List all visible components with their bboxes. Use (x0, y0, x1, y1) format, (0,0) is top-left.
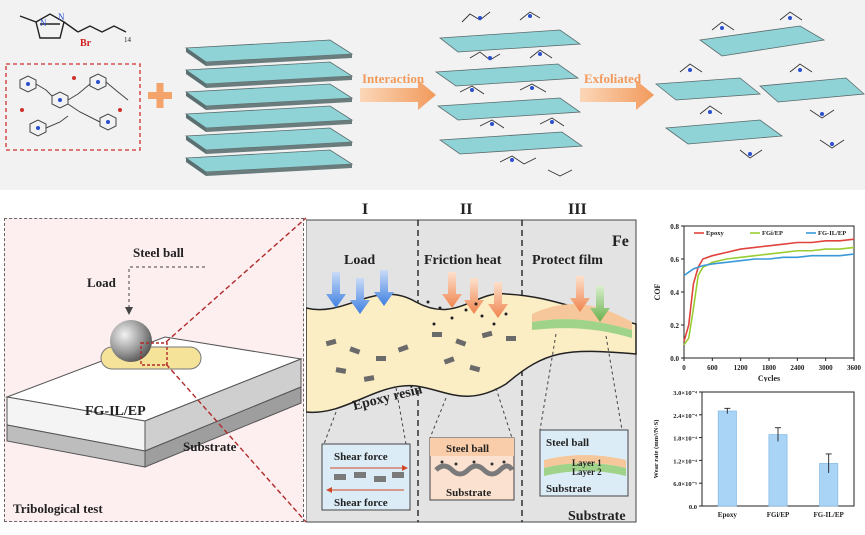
stage-heading-1: Load (344, 253, 375, 268)
cof-x-tick-label: 3000 (819, 364, 834, 372)
wear-y-axis-label: Wear rate (mm³/N·S) (653, 420, 660, 479)
stage-numeral-2: II (460, 201, 472, 218)
substrate-label-left: Substrate (183, 439, 237, 454)
mechanism-svg: I II III Load Friction heat Protect film… (305, 201, 637, 524)
fe-label: Fe (612, 233, 629, 250)
plus-sign (148, 83, 172, 108)
wear-y-tick-label: 6.0×10⁻⁵ (673, 481, 697, 488)
coating-label: FG-IL/EP (85, 404, 146, 419)
filler-dots (426, 300, 508, 326)
wear-category-label-2: FGi/EP (767, 511, 790, 519)
wear-category-label-3: FG-IL/EP (813, 511, 844, 519)
top-panel-svg: N N Br 14 (5, 11, 865, 177)
cof-y-tick-label: 0.2 (670, 322, 679, 330)
protect-layer-2 (532, 319, 632, 338)
inset-layers (539, 429, 629, 497)
cof-x-tick-label: 600 (707, 364, 718, 372)
load-label: Load (87, 275, 117, 290)
stage-heading-3: Protect film (532, 253, 603, 268)
wear-y-tick-label: 2.4×10⁻⁴ (673, 413, 697, 420)
cof-x-axis-label: Cycles (758, 374, 780, 382)
top-panel: N N Br 14 (0, 0, 865, 190)
cof-y-axis-label: COF (653, 283, 662, 300)
cof-series-line-3 (683, 253, 855, 277)
wear-y-tick-label: 3.0×10⁻⁴ (673, 390, 697, 397)
cof-legend-label-3: FG-IL/EP (818, 230, 846, 237)
wear-y-tick-label: 1.8×10⁻⁴ (673, 436, 697, 443)
wear-bar-2 (768, 434, 788, 507)
wear-category-label-1: Epoxy (718, 511, 738, 519)
inset2-top: Steel ball (446, 443, 489, 455)
inset1-bottom: Shear force (334, 497, 388, 509)
cof-y-tick-label: 0.8 (670, 223, 679, 231)
cof-x-tick-label: 0 (682, 364, 686, 372)
molecule-br-atoms (20, 76, 122, 112)
cof-y-tick-label: 0.0 (670, 355, 679, 363)
cof-x-tick-label: 1200 (734, 364, 749, 372)
br-atom: Br (80, 38, 92, 49)
cof-legend-label-2: FGi/EP (762, 230, 783, 237)
cof-x-tick-label: 2400 (790, 364, 805, 372)
inset-ball-substrate (429, 437, 515, 501)
wear-chart: 0.0 6.0×10⁻⁵ 1.2×10⁻⁴ 1.8×10⁻⁴ 2.4×10⁻⁴ 3.0×1… (650, 384, 862, 532)
exfoliated-arrow (580, 80, 654, 110)
tribo-panel: Steel ball Load FG-IL/EP Substrate Tribo… (4, 218, 304, 522)
film-arrows (570, 276, 610, 322)
mechanism-panel: I II III Load Friction heat Protect film… (305, 198, 640, 524)
inset3-layer2: Layer 2 (572, 467, 602, 477)
zoom-box (140, 342, 168, 366)
load-arrows (326, 270, 394, 314)
steel-ball-label: Steel ball (133, 245, 184, 260)
tribo-caption: Tribological test (13, 501, 103, 516)
inset-shear (321, 443, 411, 511)
graphene-stack (184, 39, 354, 177)
interaction-arrow (360, 80, 436, 110)
cof-chart-svg: 0 600 1200 1800 2400 3000 3600 0.0 0.2 0.4 0.6 0.8C… (653, 223, 862, 383)
inset3-layer1: Layer 1 (572, 458, 602, 468)
wear-y-tick-label: 0.0 (689, 504, 697, 511)
leader-lines (323, 333, 623, 445)
stage-numeral-1: I (362, 201, 368, 218)
n-atom-left: N (40, 18, 47, 28)
filler-particles (325, 330, 516, 382)
cof-x-tick-label: 1800 (762, 364, 777, 372)
molecule-box (5, 63, 141, 151)
inset3-bottom: Substrate (546, 483, 591, 495)
cof-legend-label-1: Epoxy (706, 230, 724, 237)
molecule-atoms (26, 80, 110, 130)
exfoliated-sheets (654, 11, 865, 159)
cof-series-line-1 (683, 238, 855, 342)
molecule-cluster (19, 73, 129, 137)
inset1-top: Shear force (334, 451, 388, 463)
wear-y-tick-label: 1.2×10⁻⁴ (673, 458, 697, 465)
steel-ball (110, 320, 152, 362)
cof-y-tick-label: 0.6 (670, 256, 679, 264)
exfoliated-label: Exfoliated (584, 71, 642, 86)
stage-numeral-3: III (568, 201, 587, 218)
cof-x-tick-label: 3600 (847, 364, 862, 372)
cof-series-line-2 (683, 246, 855, 346)
chain-subscript: 14 (124, 36, 132, 44)
inset2-bottom: Substrate (446, 487, 491, 499)
wear-chart-svg: 0.0 6.0×10⁻⁵ 1.2×10⁻⁴ 1.8×10⁻⁴ 2.4×10⁻⁴ 3.0×1… (653, 390, 855, 519)
tribo-svg: Steel ball Load FG-IL/EP Substrate Tribo… (5, 245, 303, 516)
n-atom-right: N (58, 12, 65, 22)
interaction-label: Interaction (362, 71, 425, 86)
intercalated-stack (434, 11, 584, 177)
ionic-liquid-molecule (19, 13, 127, 39)
heat-arrows (442, 272, 508, 318)
stage-heading-2: Friction heat (424, 253, 502, 268)
cof-y-tick-label: 0.4 (670, 289, 679, 297)
mechanism-substrate-label: Substrate (568, 509, 626, 524)
wear-bar-1 (717, 410, 737, 507)
inset3-top: Steel ball (546, 437, 589, 449)
